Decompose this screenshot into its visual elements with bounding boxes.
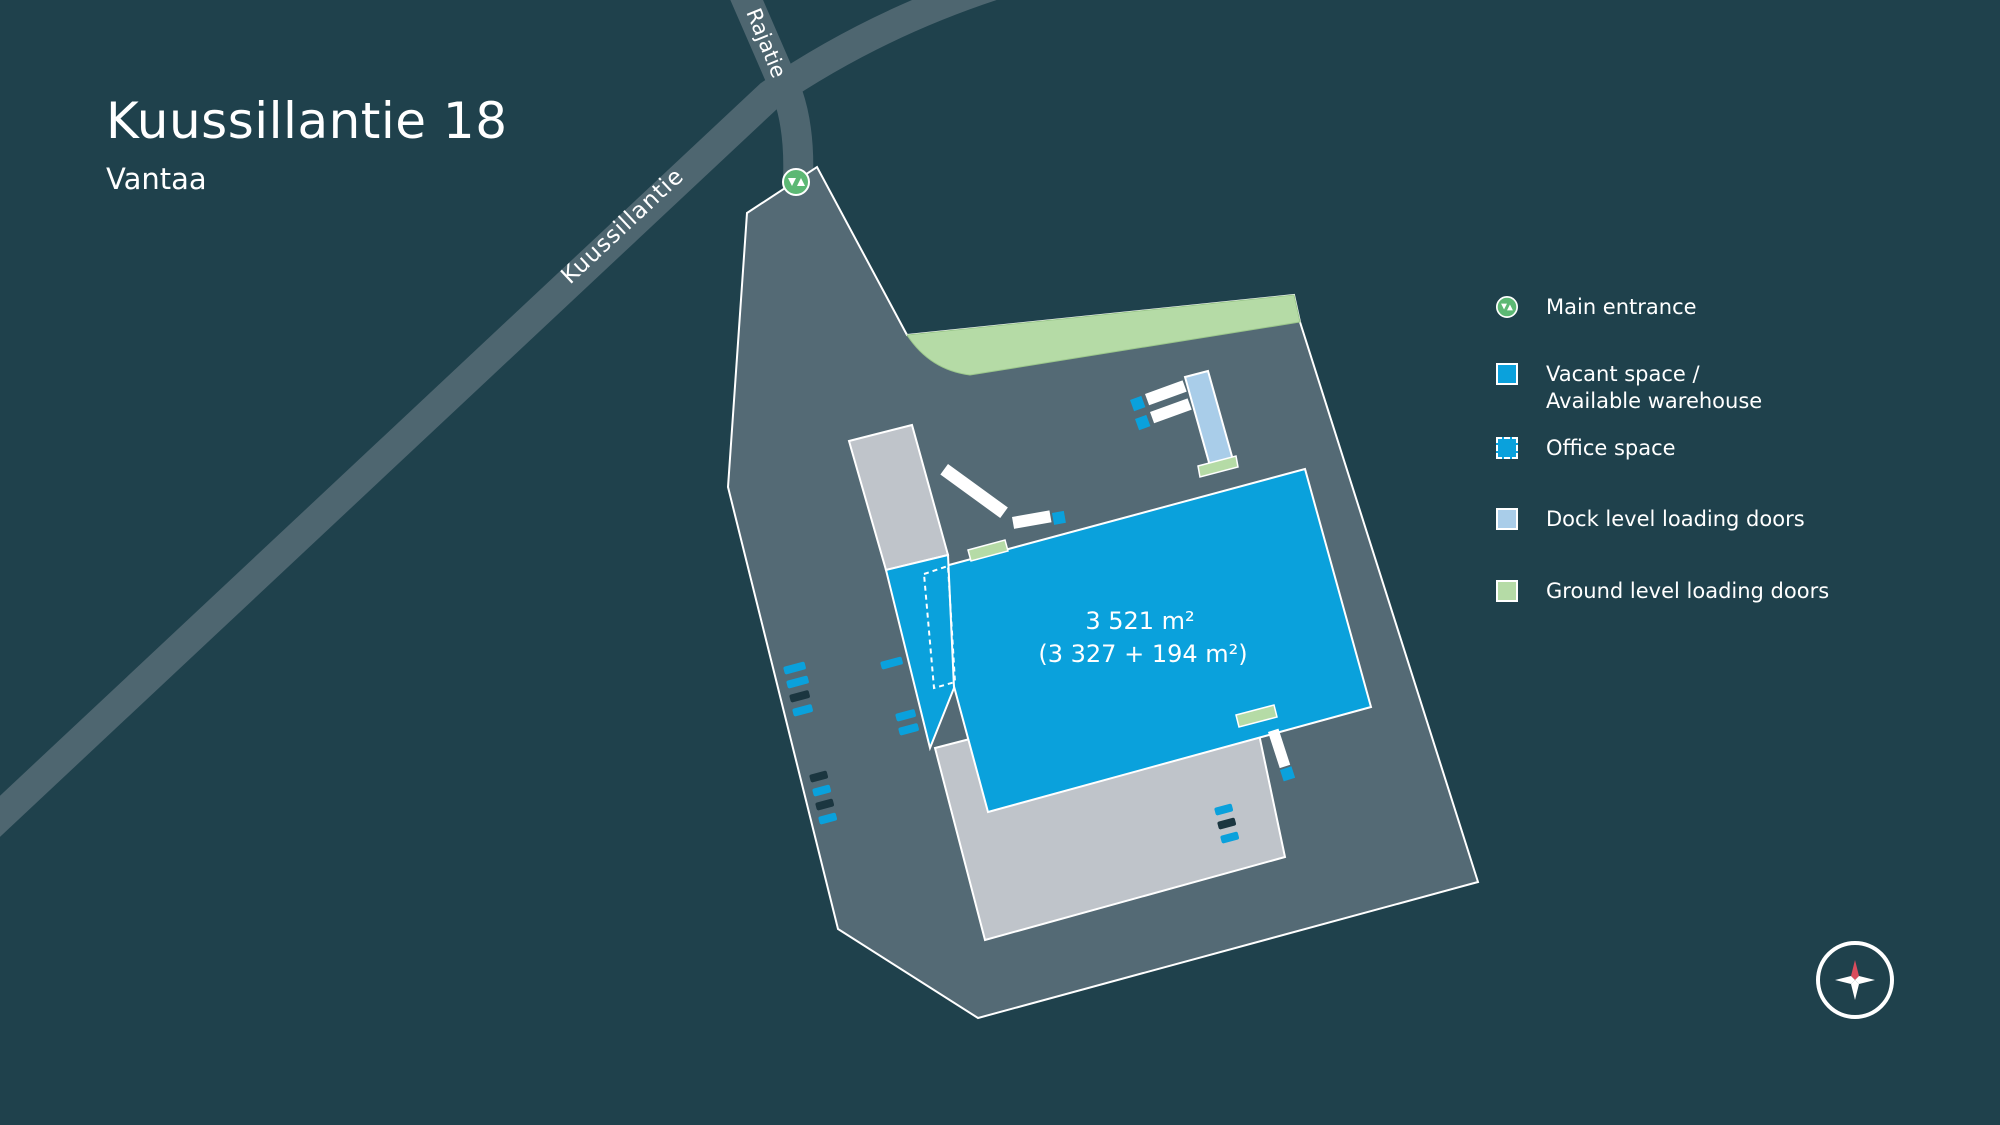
ground-door-2 — [1197, 455, 1239, 478]
parked-cars — [783, 656, 1240, 844]
car — [898, 723, 919, 736]
dock-door-swatch — [1496, 508, 1518, 530]
truck-trailer — [940, 463, 1008, 519]
car — [812, 784, 832, 797]
area-total-label: 3 521 m² — [1085, 607, 1194, 635]
office-space-outline — [922, 564, 957, 690]
page-subtitle: Vantaa — [106, 162, 207, 196]
legend-label-line1: Vacant space / — [1546, 362, 1700, 386]
area-breakdown-label: (3 327 + 194 m²) — [1038, 640, 1247, 668]
truck-cab — [1280, 766, 1296, 782]
entrance-icon — [1496, 296, 1518, 318]
ground-door-3 — [1235, 704, 1278, 728]
car — [789, 690, 810, 703]
truck-trailer — [1268, 728, 1291, 769]
car — [1217, 817, 1237, 830]
legend-label: Ground level loading doors — [1546, 579, 1830, 603]
warehouse-building — [921, 467, 1373, 814]
trucks — [940, 380, 1296, 782]
legend-label-line2: Available warehouse — [1546, 389, 1763, 413]
car — [880, 656, 903, 670]
car — [815, 798, 835, 811]
truck-trailer — [1145, 380, 1187, 406]
truck-trailer — [1150, 398, 1192, 424]
office-annex — [884, 553, 956, 752]
compass-icon — [1816, 941, 1894, 1019]
page-title: Kuussillantie 18 — [106, 92, 508, 150]
entrance-icon — [782, 168, 810, 196]
ground-door-1 — [967, 539, 1009, 562]
legend-label: Office space — [1546, 436, 1676, 460]
legend-label: Main entrance — [1546, 295, 1697, 319]
truck-cab — [1052, 510, 1066, 525]
car — [792, 704, 813, 717]
road-label-kuussillantie: Kuussillantie — [556, 163, 689, 289]
car — [809, 770, 829, 783]
car — [783, 661, 806, 675]
truck-cab — [1130, 395, 1146, 412]
car — [818, 812, 838, 825]
car — [895, 709, 916, 722]
office-space-swatch — [1496, 437, 1518, 459]
car — [786, 675, 809, 689]
truck-trailer — [1011, 510, 1052, 529]
ground-door-swatch — [1496, 580, 1518, 602]
green-strip — [906, 294, 1301, 376]
vacant-space-swatch — [1496, 363, 1518, 385]
legend-label: Dock level loading doors — [1546, 507, 1805, 531]
car — [1214, 803, 1234, 816]
truck-cab — [1135, 414, 1151, 431]
car — [1220, 831, 1240, 844]
road-label-rajatie: Rajatie — [741, 5, 790, 81]
